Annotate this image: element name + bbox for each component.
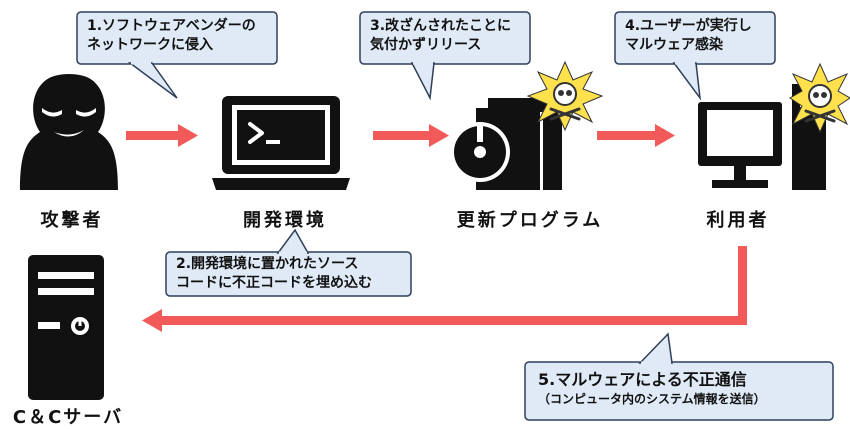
label-update-program: 更新プログラム bbox=[456, 210, 604, 231]
software-package-skull-icon bbox=[450, 60, 604, 190]
callout-step1 bbox=[76, 11, 278, 99]
arrow-attacker-to-dev bbox=[126, 124, 198, 147]
callout-step2-line2: コードに不正コードを埋め込む bbox=[176, 275, 372, 291]
callout-step2 bbox=[165, 228, 412, 297]
callout-step2-text: 2.開発環境に置かれたソース コードに不正コードを埋め込む bbox=[176, 255, 372, 293]
label-dev-env: 開発環境 bbox=[243, 210, 327, 231]
callout-step3-line1: 3.改ざんされたことに bbox=[370, 18, 512, 34]
callout-step4-line2: マルウェア感染 bbox=[625, 37, 723, 53]
callout-step4-text: 4.ユーザーが実行し マルウェア感染 bbox=[625, 17, 752, 55]
laptop-terminal-icon bbox=[212, 96, 350, 190]
arrow-dev-to-update bbox=[373, 124, 449, 147]
callout-step5-text: 5.マルウェアによる不正通信 （コンピュータ内のシステム情報を送信） bbox=[538, 370, 766, 409]
callout-step5-line2: （コンピュータ内のシステム情報を送信） bbox=[538, 392, 766, 406]
arrow-user-to-cc-server bbox=[142, 246, 747, 332]
callout-step2-line1: 2.開発環境に置かれたソース bbox=[176, 256, 359, 272]
arrow-update-to-user bbox=[597, 124, 675, 147]
callout-step3-line2: 気付かずリリース bbox=[370, 37, 482, 53]
callout-step4 bbox=[614, 11, 776, 101]
callout-step1-text: 1.ソフトウェアベンダーの ネットワークに侵入 bbox=[87, 17, 256, 55]
callout-step3-text: 3.改ざんされたことに 気付かずリリース bbox=[370, 17, 511, 55]
callout-step1-line2: ネットワークに侵入 bbox=[87, 37, 213, 53]
callout-step3 bbox=[359, 11, 531, 101]
callout-step4-line1: 4.ユーザーが実行し bbox=[625, 18, 752, 34]
hooded-attacker-icon bbox=[20, 74, 118, 190]
callout-step1-line1: 1.ソフトウェアベンダーの bbox=[87, 18, 256, 34]
label-attacker: 攻撃者 bbox=[40, 210, 104, 231]
callout-step5-line1: 5.マルウェアによる不正通信 bbox=[538, 370, 747, 389]
server-tower-icon bbox=[28, 255, 104, 400]
desktop-pc-skull-icon bbox=[698, 62, 850, 190]
label-cc-server: C＆Cサーバ bbox=[12, 407, 124, 428]
label-user: 利用者 bbox=[706, 210, 770, 231]
callout-step5 bbox=[524, 332, 834, 421]
